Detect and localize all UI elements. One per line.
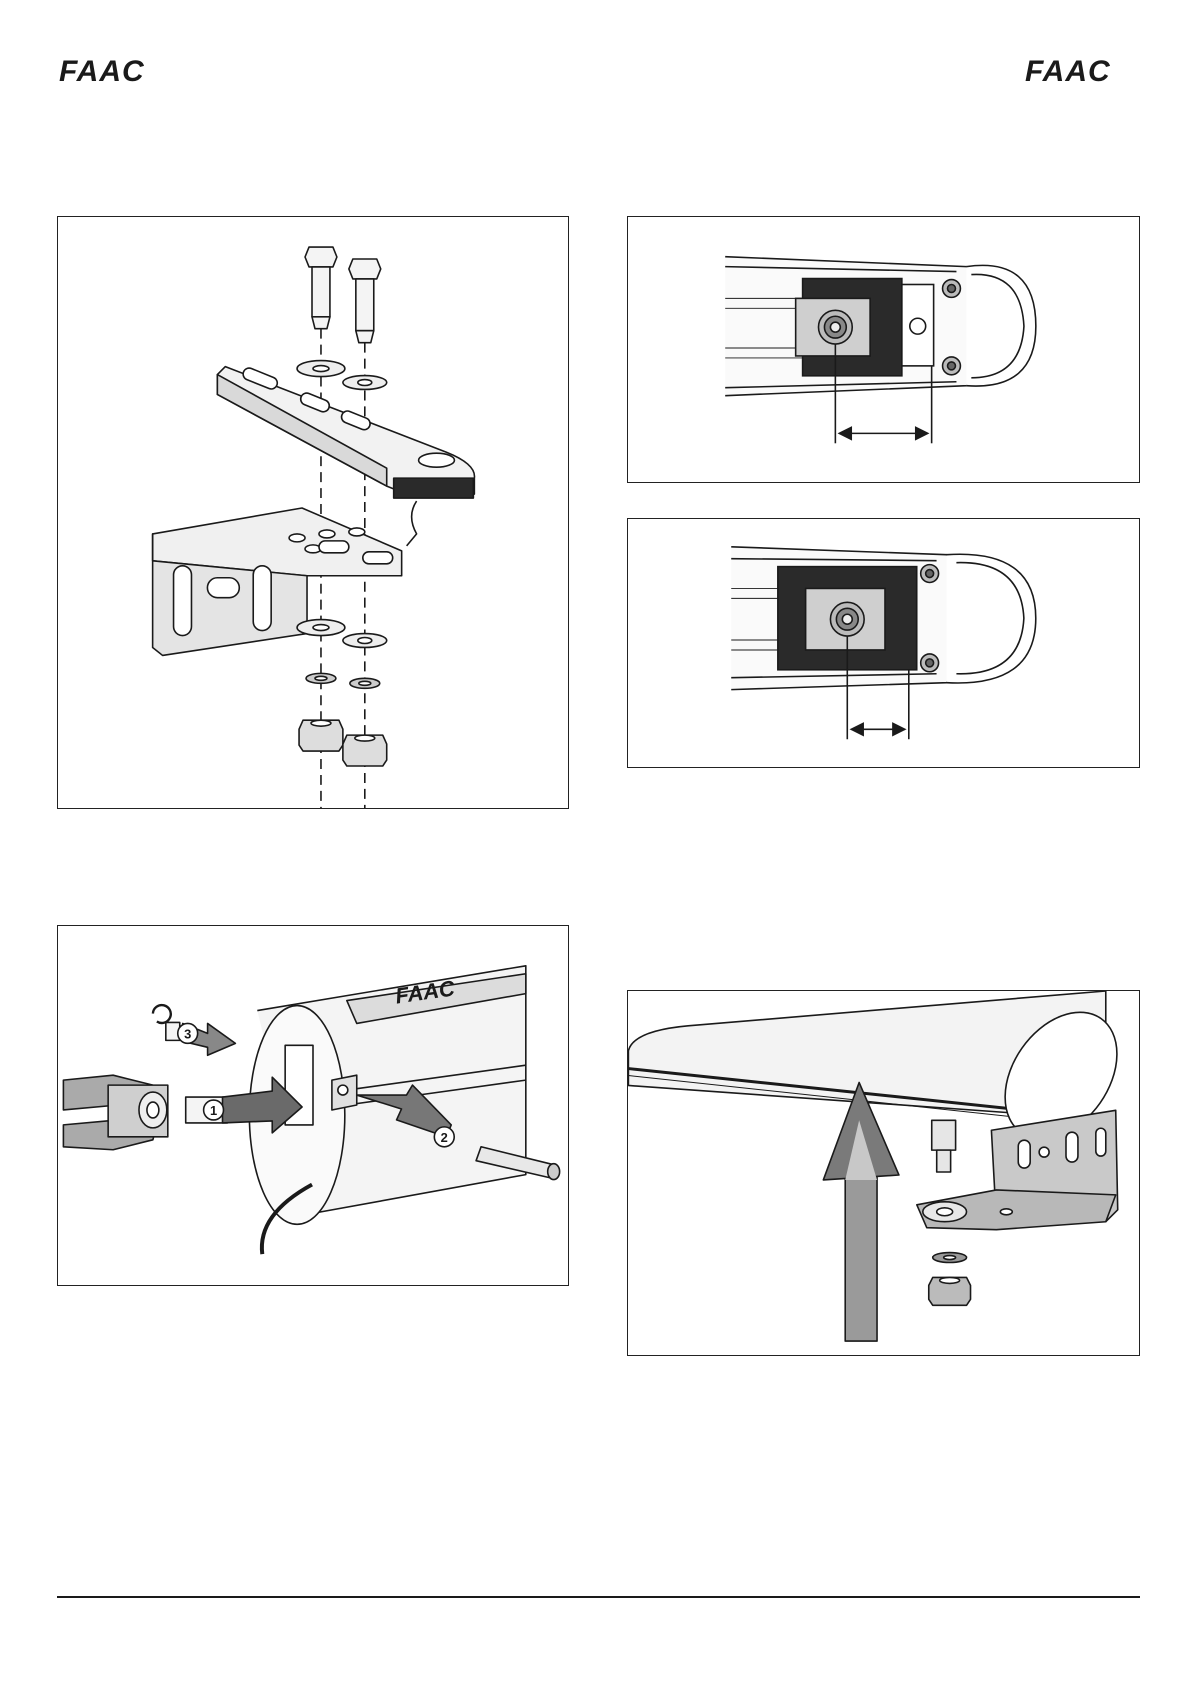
spring-washer-icon: [350, 678, 380, 688]
washer-icon: [297, 361, 345, 377]
nut-icon: [929, 1277, 971, 1305]
nut-icon: [343, 735, 387, 766]
spring-hook: [407, 501, 417, 546]
footer-divider: [57, 1596, 1140, 1598]
washer-icon: [343, 634, 387, 648]
step-arrow-3: 3: [178, 1023, 236, 1055]
dimension-arrow: [851, 723, 905, 735]
spring-washer-icon: [306, 673, 336, 683]
fork-clevis: [63, 1075, 167, 1150]
fixing-screw-icon: [943, 357, 961, 375]
fixing-screw-icon: [921, 565, 939, 583]
bolt-icon: [305, 247, 337, 329]
step-label: 1: [210, 1103, 217, 1118]
figure-lift-onto-bracket: [627, 990, 1140, 1356]
step-label: 3: [184, 1026, 191, 1041]
adjust-screw-icon: [830, 602, 864, 636]
figure-bracket-exploded: [57, 216, 569, 809]
lift-arrow-icon: [823, 1082, 899, 1341]
fixing-screw-icon: [943, 280, 961, 298]
brand-logo-text: FAAC: [1025, 55, 1111, 85]
nut-icon: [299, 720, 343, 751]
adjust-screw-icon: [818, 310, 852, 344]
brand-logo-text: FAAC: [59, 55, 145, 85]
dimension-arrow: [839, 427, 927, 439]
figure-rail-adjust-short: [627, 518, 1140, 768]
brand-logo-left: FAAC: [57, 55, 172, 85]
circlip-icon: [153, 1005, 180, 1040]
brand-logo-right: FAAC: [1023, 55, 1138, 85]
washer-icon: [297, 620, 345, 636]
washer-icon: [933, 1253, 967, 1263]
figure-rail-adjust-long: [627, 216, 1140, 483]
step-label: 2: [441, 1130, 448, 1145]
drive-shaft: [932, 1120, 956, 1172]
washer-icon: [343, 376, 387, 390]
fixing-screw-icon: [921, 654, 939, 672]
bolt-icon: [349, 259, 381, 343]
figure-pin-insertion: FAAC 1: [57, 925, 569, 1286]
